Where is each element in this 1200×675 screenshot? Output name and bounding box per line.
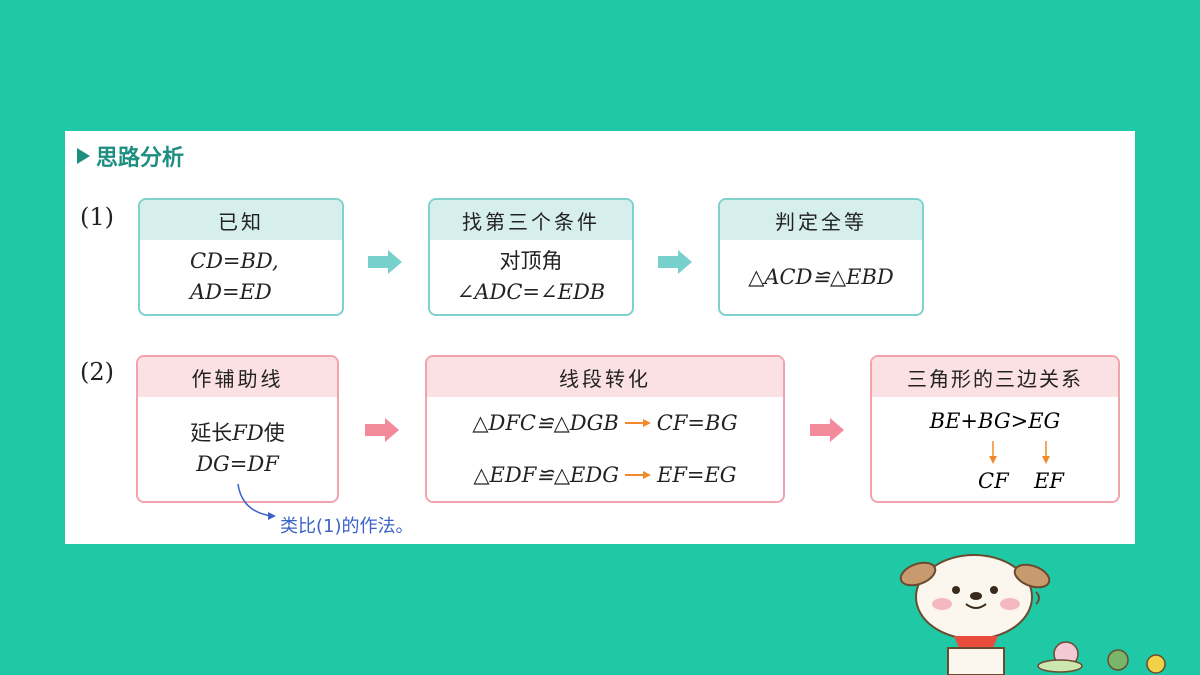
row1-label: (1) (80, 203, 114, 231)
section-heading: 思路分析 (77, 140, 184, 172)
row1-given-line1: CD=BD, (190, 249, 279, 273)
row2-auxiliary-line-box: 作辅助线 延长FD使 DG=DF (136, 355, 339, 503)
orange-right-arrow-icon (624, 471, 651, 479)
row2-segment-title: 线段转化 (427, 357, 783, 397)
row2-seg-line1-right: CF=BG (656, 410, 738, 435)
note-pointer-curve-icon (237, 483, 276, 520)
orange-down-arrow-icon (1042, 441, 1050, 464)
row2-segment-line2: △EDF≌△EDG EF=EG (473, 460, 736, 491)
row2-triangle-line1: BE+BG>EG (929, 409, 1061, 433)
row1-congruence-title: 判定全等 (720, 200, 922, 240)
row1-third-line1: 对顶角 (499, 249, 563, 273)
row2-label: (2) (80, 358, 114, 386)
row2-aux-line2: DG=DF (196, 452, 279, 476)
row2-triangle-bottom-right: EF (1034, 469, 1064, 493)
row2-segment-line1: △DFC≌△DGB CF=BG (472, 408, 737, 439)
handwritten-note: 类比(1)的作法。 (280, 516, 414, 537)
row2-auxiliary-title: 作辅助线 (138, 357, 337, 397)
puppy-mascot-icon (899, 554, 1166, 675)
row2-segment-transform-box: 线段转化 △DFC≌△DGB CF=BG △EDF≌△EDG EF=EG (425, 355, 785, 503)
row2-aux-line1-cn2: 使 (263, 421, 285, 445)
row1-given-title: 已知 (140, 200, 342, 240)
row2-arrow-1-icon (365, 418, 399, 442)
heading-text: 思路分析 (96, 146, 185, 171)
row2-triangle-inequality-box: 三角形的三边关系 BE+BG>EG CF EF (870, 355, 1120, 503)
play-triangle-icon (77, 148, 90, 164)
row2-triangle-title: 三角形的三边关系 (872, 357, 1118, 397)
row1-third-title: 找第三个条件 (430, 200, 632, 240)
row1-third-condition-box: 找第三个条件 对顶角 ∠ADC=∠EDB (428, 198, 634, 316)
row1-congruence-box: 判定全等 △ACD≌△EBD (718, 198, 924, 316)
row2-seg-line2-left: △EDF≌△EDG (473, 462, 619, 487)
row2-aux-line1-cn: 延长 (190, 421, 233, 445)
row1-third-line2: ∠ADC=∠EDB (456, 280, 606, 304)
row1-arrow-2-icon (658, 250, 692, 274)
row2-aux-line1-math: FD (232, 421, 264, 445)
orange-down-arrow-icon (989, 441, 997, 464)
row2-seg-line1-left: △DFC≌△DGB (472, 410, 619, 435)
row1-given-box: 已知 CD=BD, AD=ED (138, 198, 344, 316)
row1-arrow-1-icon (368, 250, 402, 274)
orange-right-arrow-icon (624, 419, 651, 427)
row2-triangle-bottom-left: CF (978, 469, 1009, 493)
row1-congruence-line1: △ACD≌△EBD (748, 264, 894, 289)
row1-given-line2: AD=ED (190, 280, 272, 304)
row2-seg-line2-right: EF=EG (656, 462, 737, 487)
row2-arrow-2-icon (810, 418, 844, 442)
